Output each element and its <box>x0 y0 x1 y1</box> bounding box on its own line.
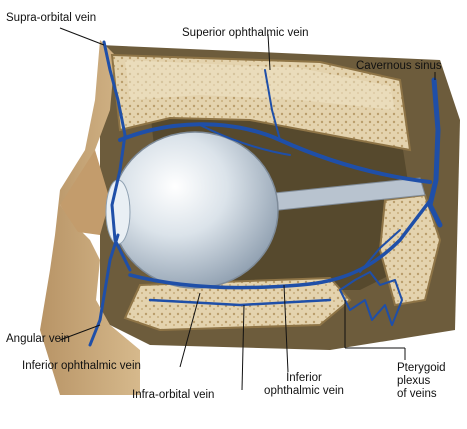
label-pterygoid-line1: Pterygoid <box>397 362 465 375</box>
label-inferior-ophthalmic-vein-right-line2: ophthalmic vein <box>258 385 350 398</box>
label-pterygoid-line3: of veins <box>397 388 465 401</box>
label-superior-ophthalmic-vein: Superior ophthalmic vein <box>182 27 309 40</box>
label-cavernous-sinus: Cavernous sinus <box>356 60 442 73</box>
label-angular-vein: Angular vein <box>6 333 70 346</box>
label-pterygoid-line2: plexus <box>397 375 465 388</box>
eyeball <box>112 132 278 288</box>
label-inferior-ophthalmic-vein-left: Inferior ophthalmic vein <box>22 360 141 373</box>
label-supra-orbital-vein: Supra-orbital vein <box>6 12 96 25</box>
label-inferior-ophthalmic-vein-right: Inferior ophthalmic vein <box>258 372 350 398</box>
label-inferior-ophthalmic-vein-right-line1: Inferior <box>258 372 350 385</box>
label-pterygoid-plexus: Pterygoid plexus of veins <box>397 362 465 401</box>
label-infra-orbital-vein: Infra-orbital vein <box>132 389 214 402</box>
